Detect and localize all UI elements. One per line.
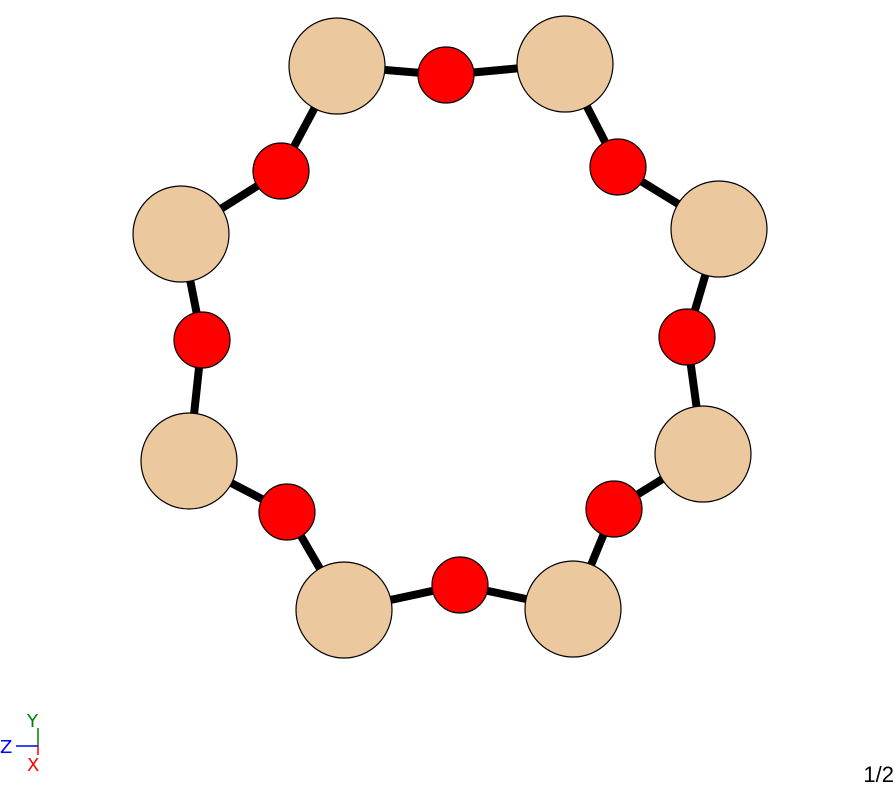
small-atom[interactable]	[252, 142, 310, 200]
z-axis-label: Z	[0, 737, 12, 758]
bonds-layer	[177, 60, 723, 614]
large-atom[interactable]	[140, 412, 238, 510]
small-atom[interactable]	[658, 308, 716, 366]
large-atom[interactable]	[524, 560, 622, 658]
small-atom[interactable]	[258, 483, 316, 541]
large-atom[interactable]	[654, 405, 752, 503]
axes-indicator: Y X Z	[0, 711, 39, 776]
large-atom[interactable]	[132, 185, 230, 283]
large-atom[interactable]	[516, 15, 614, 113]
x-axis-label: X	[27, 755, 39, 776]
large-atom[interactable]	[288, 17, 386, 115]
atoms-layer	[132, 15, 768, 659]
large-atom[interactable]	[295, 561, 393, 659]
small-atom[interactable]	[417, 46, 475, 104]
y-axis-label: Y	[26, 711, 39, 732]
small-atom[interactable]	[173, 311, 231, 369]
small-atom[interactable]	[589, 138, 647, 196]
small-atom[interactable]	[585, 480, 643, 538]
large-atom[interactable]	[670, 180, 768, 278]
frame-counter: 1/2	[863, 762, 894, 787]
small-atom[interactable]	[431, 556, 489, 614]
